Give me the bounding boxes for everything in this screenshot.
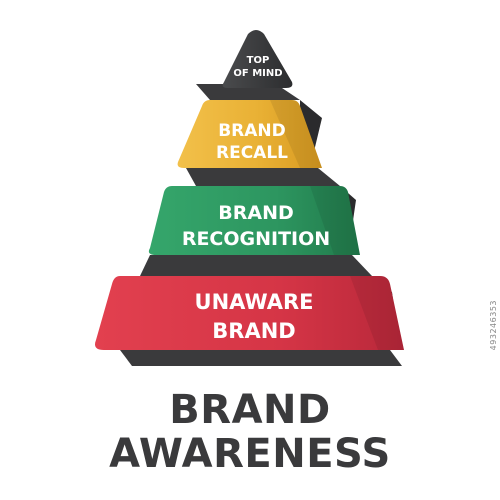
pyramid-diagram: TOP OF MIND BRAND RECALL BRAND RECOGNITI… xyxy=(95,30,404,366)
tier-brand-recognition-line1: BRAND xyxy=(218,202,294,224)
tier-brand-recall: BRAND RECALL xyxy=(177,100,322,168)
tier-brand-recognition: BRAND RECOGNITION xyxy=(148,186,360,255)
stock-id-label: 493246353 xyxy=(489,300,498,351)
tier-unaware-brand-line1: UNAWARE xyxy=(195,290,314,314)
tier-top-of-mind-line2: OF MIND xyxy=(233,68,282,79)
tier-brand-recognition-line2: RECOGNITION xyxy=(182,228,330,250)
page-title-line2: AWARENESS xyxy=(109,431,391,477)
tier-brand-recall-line1: BRAND xyxy=(218,121,286,141)
page-title-line1: BRAND xyxy=(169,387,331,433)
tier-unaware-brand: UNAWARE BRAND xyxy=(95,276,404,350)
tier-top-of-mind-line1: TOP xyxy=(247,55,270,66)
tier-top-of-mind: TOP OF MIND xyxy=(222,30,293,88)
tier-unaware-brand-line2: BRAND xyxy=(212,319,295,343)
tier-brand-recall-line2: RECALL xyxy=(216,143,288,163)
